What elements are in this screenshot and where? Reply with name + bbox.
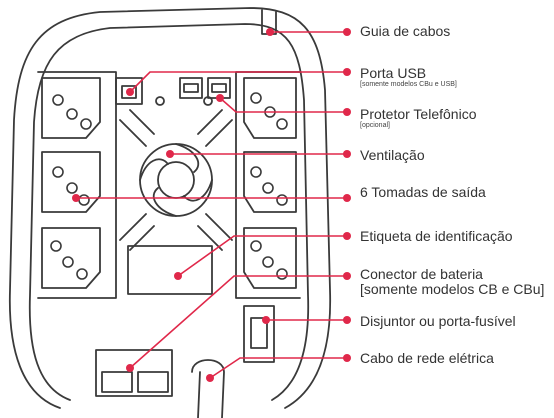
- leader-start-dot: [262, 316, 270, 324]
- callout-outlets: 6 Tomadas de saída: [360, 185, 486, 200]
- callout-phone-protector: Protetor Telefônico [opcional]: [360, 107, 476, 130]
- callout-ventilation: Ventilação: [360, 148, 425, 163]
- leader-end-dot: [343, 150, 351, 158]
- callout-usb-port-note: [somente modelos CBu e USB]: [360, 81, 457, 88]
- battery-connector-frame: [95, 349, 173, 397]
- callout-outlets-label: 6 Tomadas de saída: [360, 184, 486, 200]
- outlet-left-1: [41, 77, 101, 139]
- leader-start-dot: [72, 194, 80, 202]
- leader-phone-protector: [219, 97, 347, 113]
- leader-end-dot: [343, 28, 351, 36]
- leader-end-dot: [343, 232, 351, 240]
- callout-power-cable-label: Cabo de rede elétrica: [360, 350, 494, 366]
- callout-phone-protector-label: Protetor Telefônico: [360, 106, 477, 122]
- leader-end-dot: [343, 68, 351, 76]
- callout-cable-guide: Guia de cabos: [360, 24, 450, 39]
- power-cable: [191, 359, 225, 418]
- leader-end-dot: [343, 108, 351, 116]
- callout-id-label: Etiqueta de identificação: [360, 229, 513, 244]
- callout-id-label-label: Etiqueta de identificação: [360, 228, 513, 244]
- leader-end-dot: [343, 354, 351, 362]
- callout-battery-connector-label: Conector de bateria: [360, 266, 483, 282]
- leader-power-cable: [209, 357, 347, 379]
- callout-usb-port: Porta USB [somente modelos CBu e USB]: [360, 66, 457, 89]
- usb-port: [115, 77, 143, 105]
- callout-breaker: Disjuntor ou porta-fusível: [360, 314, 516, 329]
- right-panel-frame: [235, 71, 301, 299]
- leader-start-dot: [126, 88, 134, 96]
- outlet-left-2: [41, 151, 101, 213]
- leader-usb-port: [129, 71, 347, 93]
- callout-battery-connector: Conector de bateria [somente modelos CB …: [360, 267, 544, 297]
- screw-hole: [155, 96, 165, 106]
- callout-power-cable: Cabo de rede elétrica: [360, 351, 494, 366]
- housing-inner: [28, 23, 310, 401]
- leader-start-dot: [266, 28, 274, 36]
- battery-connector-1: [101, 371, 133, 393]
- callout-breaker-label: Disjuntor ou porta-fusível: [360, 313, 516, 329]
- left-panel-frame: [37, 71, 117, 299]
- outlet-right-2: [243, 151, 297, 213]
- callout-phone-protector-note: [opcional]: [360, 122, 390, 129]
- leader-id-label: [177, 235, 347, 277]
- callout-usb-port-label: Porta USB: [360, 65, 427, 81]
- leader-start-dot: [216, 94, 224, 102]
- leader-end-dot: [343, 316, 351, 324]
- outlet-right-3: [243, 227, 297, 289]
- leader-start-dot: [126, 364, 134, 372]
- leader-end-dot: [343, 272, 351, 280]
- leader-start-dot: [174, 272, 182, 280]
- callout-cable-guide-label: Guia de cabos: [360, 23, 451, 39]
- phone-port-1: [179, 77, 203, 99]
- outlet-left-3: [41, 227, 101, 289]
- leader-start-dot: [206, 374, 214, 382]
- callout-ventilation-label: Ventilação: [360, 147, 425, 163]
- leader-end-dot: [343, 194, 351, 202]
- callout-battery-connector-label2: [somente modelos CB e CBu]: [360, 281, 545, 297]
- outlet-right-1: [243, 77, 297, 139]
- id-label-area: [127, 245, 213, 295]
- leader-start-dot: [166, 150, 174, 158]
- breaker: [243, 305, 275, 363]
- housing-outer: [8, 7, 332, 409]
- leader-battery-connector: [129, 275, 347, 369]
- battery-connector-2: [137, 371, 169, 393]
